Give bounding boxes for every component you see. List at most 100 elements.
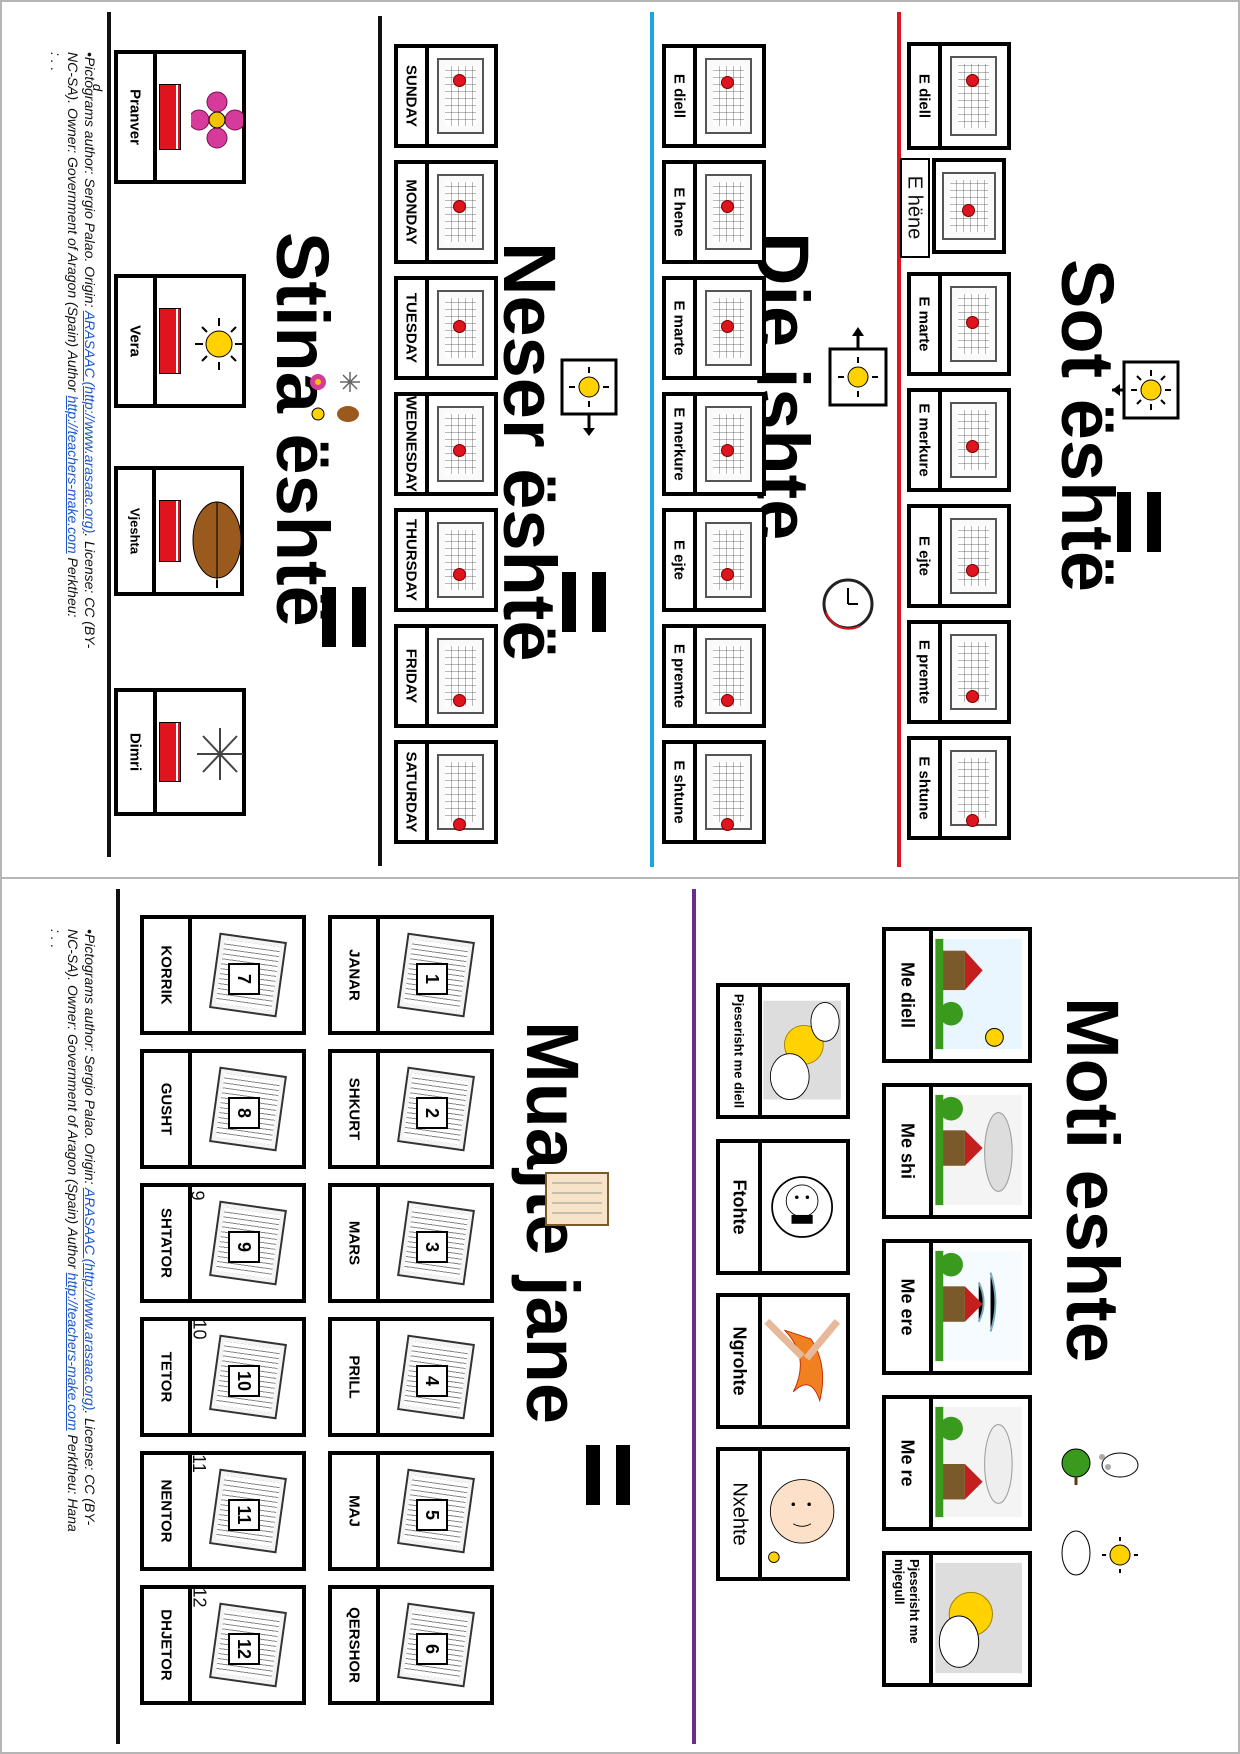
credits-line-2: NC-SA). Owner: Government of Aragon (Spa…: [65, 52, 81, 618]
month-label: JANAR: [345, 949, 363, 1001]
arasaac-link[interactable]: ARASAAC (http://www.arasaac.org): [82, 310, 98, 534]
credits-line-1: •Pictograms author: Sergio Palao. Origin…: [82, 52, 98, 649]
tomorrow-day-card[interactable]: WEDNESDAY: [394, 392, 498, 496]
calendar-icon: [704, 754, 752, 830]
month-label: QERSHOR: [345, 1607, 363, 1683]
weather-card-rain[interactable]: Me shi: [882, 1083, 1032, 1219]
today-day-card[interactable]: E diell: [907, 42, 1011, 150]
month-card[interactable]: MARS 3: [328, 1183, 494, 1303]
calendar-icon: [704, 58, 752, 134]
month-number: 8: [228, 1097, 261, 1129]
month-card[interactable]: KORRIK 7: [140, 915, 306, 1035]
hands-fire-icon: [764, 1318, 840, 1403]
tomorrow-day-card[interactable]: TUESDAY: [394, 276, 498, 380]
side-number: 9: [187, 1190, 208, 1201]
month-card[interactable]: PRILL 4: [328, 1317, 494, 1437]
month-label: MARS: [345, 1220, 363, 1266]
season-equals-bar: [322, 587, 336, 647]
month-label: DHJETOR: [157, 1609, 175, 1681]
calendar-icon: [949, 56, 997, 136]
weather-card-cold[interactable]: Ftohte: [716, 1139, 850, 1275]
season-card-summer[interactable]: Vera: [114, 274, 246, 408]
tomorrow-day-card[interactable]: FRIDAY: [394, 624, 498, 728]
season-card-spring[interactable]: Pranver: [114, 50, 246, 184]
credits-dots: : . .: [48, 52, 64, 72]
calendar-icon: [704, 406, 752, 482]
yesterday-day-card[interactable]: E shtune: [662, 740, 766, 844]
weather-card-partly-sunny[interactable]: Pjeserisht me diell: [716, 983, 850, 1119]
sun-arrow-icon: [560, 358, 618, 436]
today-day-card[interactable]: E merkure: [907, 388, 1011, 492]
month-number: 5: [416, 1499, 449, 1531]
weather-card-warm[interactable]: Ngrohte: [716, 1293, 850, 1429]
month-card[interactable]: DHJETOR 12: [140, 1585, 306, 1705]
flower-icon: [191, 91, 244, 149]
season-card-autumn[interactable]: Vjeshta: [114, 466, 244, 596]
month-number: 7: [228, 963, 261, 995]
cold-person-icon: [771, 1176, 833, 1238]
today-day-card[interactable]: E shtune: [907, 736, 1011, 840]
weather-card-sunny[interactable]: Me diell: [882, 927, 1032, 1063]
month-number: 4: [416, 1365, 449, 1397]
yesterday-day-card[interactable]: E diell: [662, 44, 766, 148]
season-card-winter[interactable]: Dimri: [114, 688, 246, 816]
month-label: MAJ: [345, 1495, 363, 1527]
side-number: 11: [188, 1454, 209, 1473]
weather-card-wind[interactable]: Me ere: [882, 1239, 1032, 1375]
today-day-card-hene[interactable]: E hëne: [900, 158, 1010, 258]
tomorrow-day-card[interactable]: SATURDAY: [394, 740, 498, 844]
seasons-icon: [310, 372, 360, 422]
calendar-icon: [949, 518, 997, 594]
weather-card-hot[interactable]: Nxehte: [716, 1447, 850, 1581]
calendar-icon: [704, 290, 752, 366]
credits-d: d: [90, 83, 106, 92]
bottom-sheet: Moti eshte Muajte jane Me diell Me shi: [0, 877, 1240, 1754]
teachers-make-link[interactable]: http://teachers-make.com: [65, 1272, 81, 1431]
month-number: 12: [228, 1633, 261, 1665]
yesterday-day-card[interactable]: E marte: [662, 276, 766, 380]
tomorrow-day-card[interactable]: MONDAY: [394, 160, 498, 264]
tomorrow-equals-bar: [592, 572, 606, 632]
month-card[interactable]: QERSHOR 6: [328, 1585, 494, 1705]
yesterday-day-card[interactable]: E premte: [662, 624, 766, 728]
leaf-icon: [192, 501, 242, 588]
yesterday-day-card[interactable]: E hene: [662, 160, 766, 264]
sun-cloud-icon: [934, 1562, 1022, 1674]
month-number: 6: [416, 1633, 449, 1665]
months-equals-bar: [586, 1445, 600, 1505]
month-number: 2: [416, 1097, 449, 1129]
month-card[interactable]: NENTOR 11: [140, 1451, 306, 1571]
month-label: KORRIK: [157, 945, 175, 1005]
month-label: PRILL: [345, 1355, 363, 1399]
tomorrow-day-card[interactable]: THURSDAY: [394, 508, 498, 612]
tomorrow-day-card[interactable]: SUNDAY: [394, 44, 498, 148]
month-number: 9: [228, 1231, 261, 1263]
month-label: NENTOR: [157, 1479, 175, 1543]
month-number: 3: [416, 1231, 449, 1263]
today-day-card[interactable]: E marte: [907, 272, 1011, 376]
month-card[interactable]: MAJ 5: [328, 1451, 494, 1571]
yesterday-day-card[interactable]: E ejte: [662, 508, 766, 612]
weather-card-cloudy[interactable]: Me re: [882, 1395, 1032, 1531]
yesterday-day-card[interactable]: E merkure: [662, 392, 766, 496]
calendar-icon: [436, 174, 484, 250]
today-day-card[interactable]: E premte: [907, 620, 1011, 724]
side-number: 10: [189, 1319, 210, 1340]
weather-card-partly-foggy[interactable]: Pjeserisht me mjegull: [882, 1551, 1032, 1687]
sun-arrow-icon: [1112, 360, 1180, 420]
teachers-make-link[interactable]: http://teachers-make.com: [65, 395, 81, 554]
arasaac-link[interactable]: ARASAAC (http://www.arasaac.org): [82, 1187, 98, 1411]
weather-title: Moti eshte: [1051, 997, 1134, 1363]
clock-icon: [822, 578, 874, 630]
tomorrow-equals-bar: [562, 572, 576, 632]
house-sun-icon: [934, 938, 1022, 1050]
calendar-icon: [436, 58, 484, 134]
season-progress-bars: [158, 500, 181, 562]
today-day-card[interactable]: E ejte: [907, 504, 1011, 608]
yesterday-divider: [650, 12, 654, 867]
